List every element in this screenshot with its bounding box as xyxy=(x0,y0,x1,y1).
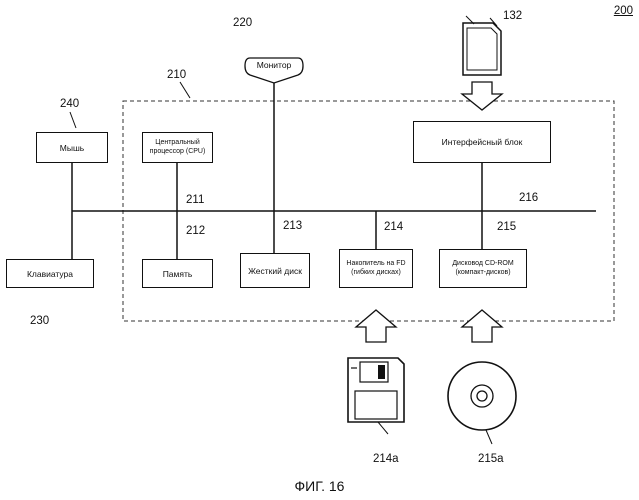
figure-number: 200 xyxy=(614,5,633,17)
ref-132: 132 xyxy=(503,10,522,22)
ref-216: 216 xyxy=(519,192,538,204)
ref-213: 213 xyxy=(283,220,302,232)
cdrom-drive-box: Дисковод CD-ROM (компакт-дисков) xyxy=(439,249,527,288)
ref-212: 212 xyxy=(186,225,205,237)
cdrom-drive-label: Дисковод CD-ROM (компакт-дисков) xyxy=(440,260,526,277)
cpu-label: Центральный процессор (CPU) xyxy=(143,139,212,156)
cpu-box: Центральный процессор (CPU) xyxy=(142,132,213,163)
floppy-disk-icon xyxy=(348,358,404,434)
ref-240-leader xyxy=(70,112,76,128)
fd-drive-label: Накопитель на FD (гибких дисках) xyxy=(340,260,412,277)
memory-card-icon xyxy=(463,18,501,75)
ref-211: 211 xyxy=(186,194,204,206)
keyboard-box: Клавиатура xyxy=(6,259,94,288)
keyboard-label: Клавиатура xyxy=(27,269,73,279)
ref-214: 214 xyxy=(384,221,403,233)
ref-210: 210 xyxy=(167,69,186,81)
ref-214a: 214a xyxy=(373,453,399,465)
cd-insert-arrow xyxy=(462,310,502,342)
ref-220: 220 xyxy=(233,17,252,29)
fd-drive-box: Накопитель на FD (гибких дисках) xyxy=(339,249,413,288)
figure-caption: ФИГ. 16 xyxy=(0,478,639,494)
monitor-label: Монитор xyxy=(245,60,303,70)
interface-unit-label: Интерфейсный блок xyxy=(442,137,523,147)
floppy-insert-arrow xyxy=(356,310,396,342)
interface-unit-box: Интерфейсный блок xyxy=(413,121,551,163)
memory-label: Память xyxy=(163,269,193,279)
ref-215a: 215a xyxy=(478,453,504,465)
card-insert-arrow xyxy=(462,82,502,110)
ref-230: 230 xyxy=(30,315,49,327)
hard-disk-box: Жесткий диск xyxy=(240,253,310,288)
memory-box: Память xyxy=(142,259,213,288)
ref-240: 240 xyxy=(60,98,79,110)
mouse-box: Мышь xyxy=(36,132,108,163)
ref-210-leader xyxy=(180,82,190,98)
hard-disk-label: Жесткий диск xyxy=(248,266,302,276)
ref-215: 215 xyxy=(497,221,516,233)
cd-disk-icon xyxy=(448,362,516,444)
mouse-label: Мышь xyxy=(60,143,84,153)
